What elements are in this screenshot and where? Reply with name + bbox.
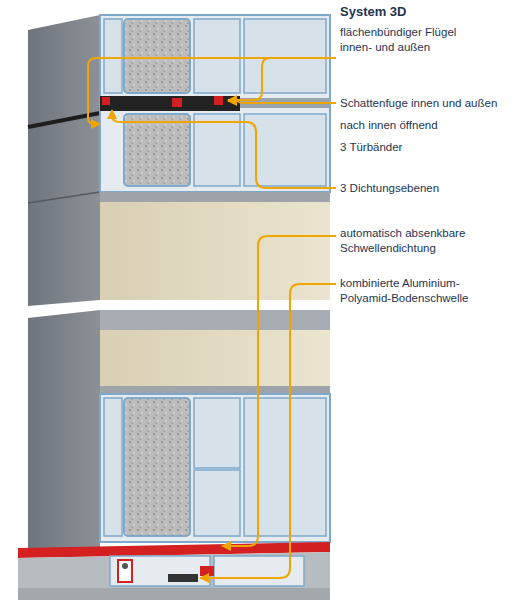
leader-line <box>228 58 336 100</box>
profile-chamber <box>194 19 240 93</box>
sill-profile <box>110 556 210 586</box>
leaf-profile <box>100 394 330 542</box>
drop-seal <box>118 560 132 582</box>
panel-edge <box>100 192 330 202</box>
callout-label: 3 Dichtungsebenen <box>340 181 518 196</box>
foam-core <box>100 330 330 386</box>
profile-chamber <box>244 398 326 536</box>
diagram-title: System 3D <box>340 4 406 19</box>
leader-line <box>200 284 336 578</box>
callout-label: nach innen öffnend <box>340 118 518 133</box>
profile-chamber <box>104 19 122 93</box>
side-face <box>28 310 100 552</box>
panel-edge <box>100 310 330 330</box>
callout-label: Schattenfuge innen und außen <box>340 96 518 111</box>
threshold-sill <box>18 552 330 600</box>
lower-section <box>18 310 330 600</box>
profile-chamber <box>194 114 240 186</box>
side-face <box>28 15 100 306</box>
polyamid-bar <box>168 574 198 582</box>
drop-seal-pin <box>122 563 128 569</box>
leader-line <box>112 110 336 188</box>
leader-lines <box>88 58 336 578</box>
insulation-block <box>124 398 190 536</box>
seal <box>200 566 214 576</box>
seal <box>214 96 223 105</box>
panel-edge <box>100 386 330 394</box>
seal <box>172 98 182 107</box>
callout-label: 3 Türbänder <box>340 140 518 155</box>
leader-line <box>228 101 336 103</box>
insulation-block <box>124 114 190 186</box>
seal <box>102 97 110 105</box>
leaf-gap <box>100 96 240 111</box>
insulation-block <box>124 19 190 93</box>
profile-chamber <box>104 398 122 536</box>
profile-chamber <box>194 470 240 536</box>
callout-label: flächenbündiger Flügel innen- und außen <box>340 25 480 55</box>
floor-line <box>18 588 330 600</box>
leader-line <box>222 236 336 546</box>
profile-chamber <box>194 398 240 468</box>
edge-line <box>28 192 100 203</box>
callout-label: automatisch absenkbare Schwellendichtung <box>340 226 490 256</box>
profile-chamber <box>244 19 326 93</box>
callout-label: kombinierte Aluminium- Polyamid-Bodensch… <box>340 276 480 306</box>
leader-line <box>88 58 336 124</box>
